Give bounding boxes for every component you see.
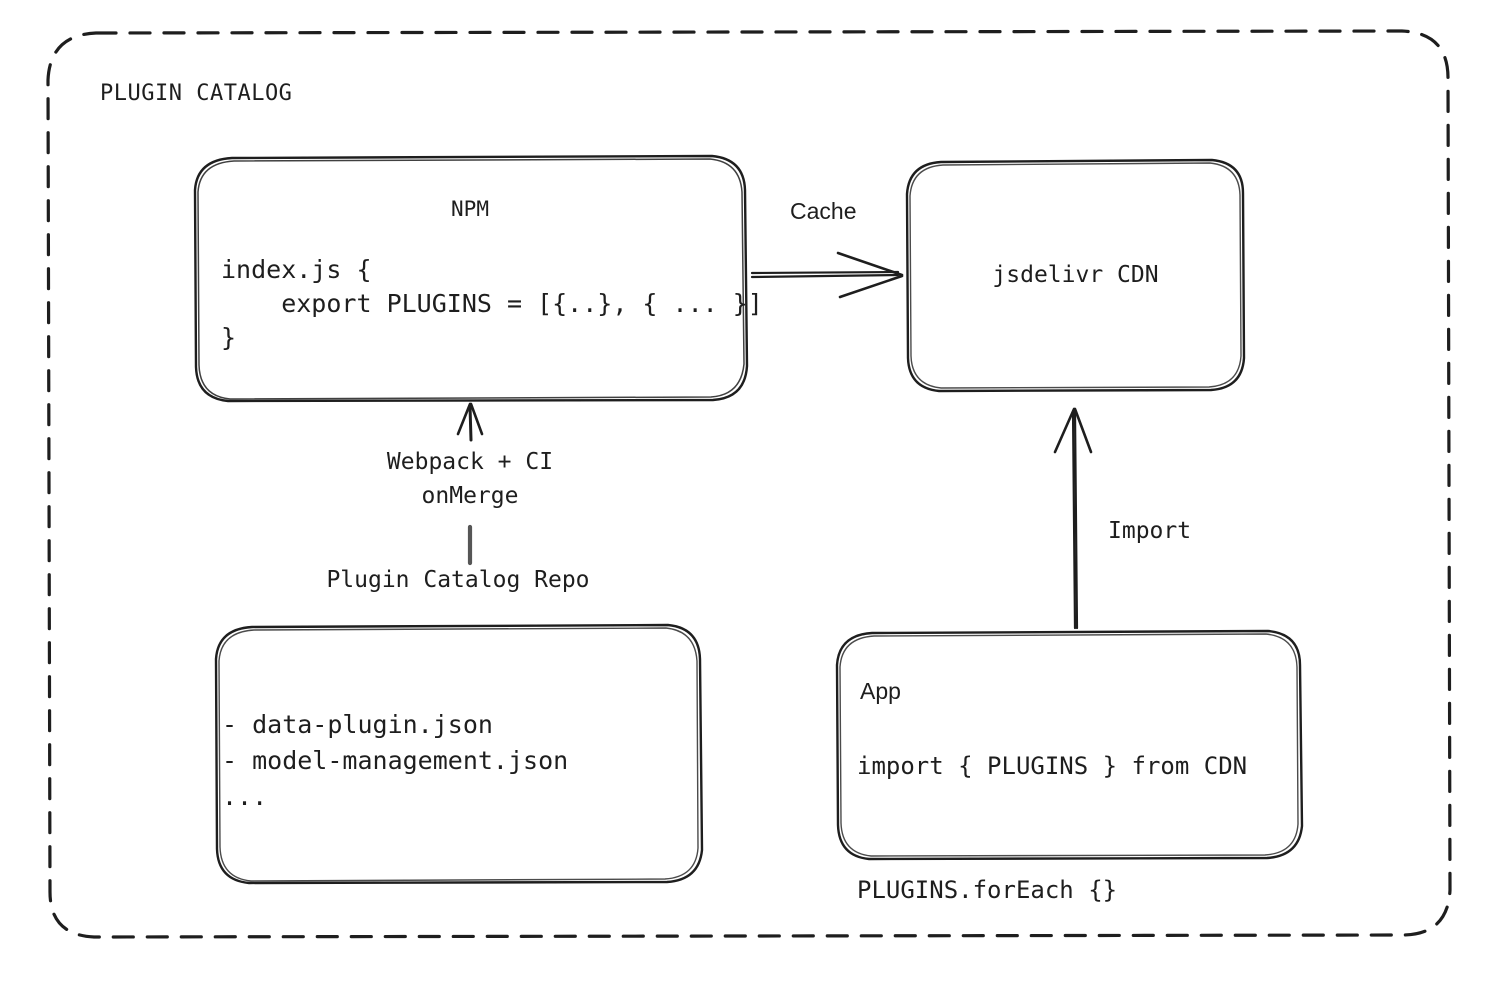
repo-box: [214, 623, 704, 885]
frame-title: PLUGIN CATALOG: [100, 81, 293, 106]
import-arrow: [1053, 407, 1093, 630]
cache-arrow-label: Cache: [790, 198, 857, 224]
npm-box-title: NPM: [451, 197, 489, 221]
npm-box: [193, 154, 749, 403]
webpack-arrow-label: Webpack + CI onMerge: [386, 449, 554, 509]
app-box: [835, 629, 1304, 861]
import-arrow-label: Import: [1108, 518, 1192, 544]
webpack-arrow: [456, 402, 484, 566]
cdn-box-title: jsdelivr CDN: [992, 262, 1159, 288]
repo-box-file-list: - data-plugin.json - model-management.js…: [222, 710, 569, 811]
app-box-title: App: [860, 678, 901, 704]
plugin-catalog-frame: [46, 29, 1452, 939]
cache-arrow: [750, 251, 904, 299]
cdn-box: [905, 158, 1246, 393]
npm-box-code: index.js { export PLUGINS = [{..}, { ...…: [221, 255, 763, 352]
app-box-code: import { PLUGINS } from CDN PLUGINS.forE…: [857, 752, 1248, 904]
repo-box-label: Plugin Catalog Repo: [326, 567, 590, 593]
